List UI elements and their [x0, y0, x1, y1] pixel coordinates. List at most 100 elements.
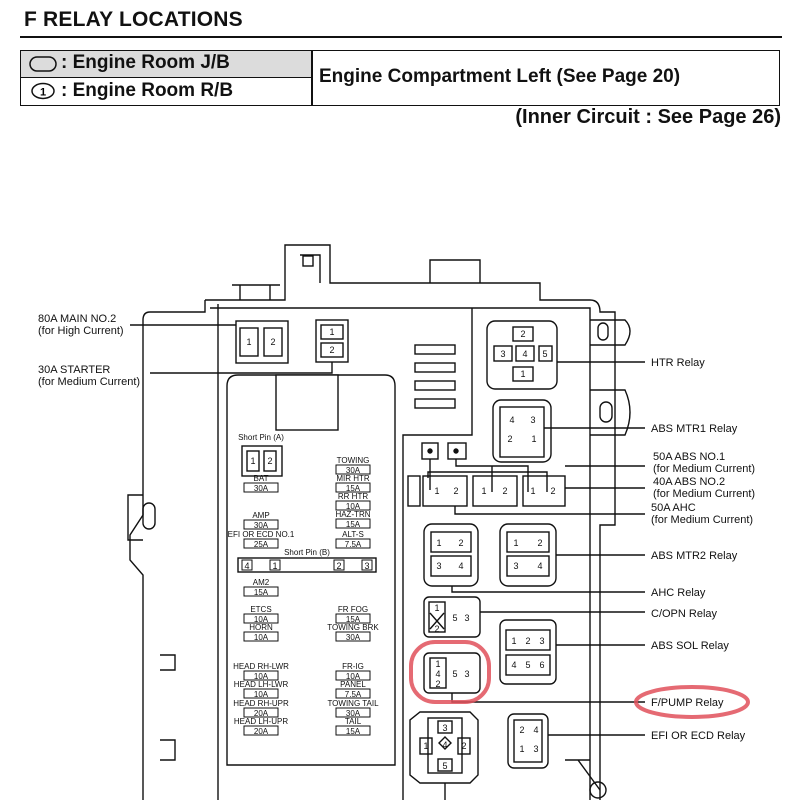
fuse-box-left-1 [243, 482, 279, 493]
housing-top-lip [429, 259, 481, 283]
bottom-relay-pin5-box [437, 758, 453, 772]
bottom-relay-housing [409, 711, 479, 784]
fuse-rating-right-0: 30A [346, 466, 361, 475]
legend-row-rb: 1 : Engine Room R/B [21, 78, 311, 105]
fuse-name-right-10: TAIL [345, 717, 362, 726]
main-no2-pin1-box [239, 327, 259, 357]
fuse-box-right-10 [335, 725, 371, 736]
ahc-fuse [422, 475, 468, 507]
fuse-box-right-5 [335, 613, 371, 624]
fuse-box-right-1 [335, 482, 371, 493]
leader-ahc-fuse [454, 506, 645, 515]
svg-text:1: 1 [329, 327, 334, 337]
main-no2-pin2-box [263, 327, 283, 357]
fuse-box-right-7 [335, 670, 371, 681]
label-ahc: AHC Relay [651, 587, 706, 599]
svg-text:2: 2 [519, 725, 524, 735]
bottom-relay-pin1-box [419, 737, 433, 755]
main-no2-fuse [235, 320, 289, 364]
label-efi: EFI OR ECD Relay [651, 730, 746, 742]
short-pin-b-box-1 [241, 559, 253, 571]
abs-no1-fuse-dot [427, 448, 433, 454]
fuse-panel-notch [275, 374, 339, 431]
svg-text:1: 1 [511, 636, 516, 646]
oval-symbol-icon [29, 56, 57, 72]
fuse-box-right-2 [335, 500, 371, 511]
short-pin-b [237, 557, 377, 573]
ahc-lower-pins [430, 555, 472, 577]
svg-text:2: 2 [458, 538, 463, 548]
fuse-box-right-4 [335, 538, 371, 549]
housing-left-edge [129, 300, 206, 800]
fuse-rating-left-9: 20A [254, 709, 269, 718]
fuse-box-left-4 [243, 586, 279, 597]
fuse-name-right-5: FR FOG [338, 605, 368, 614]
svg-text:2: 2 [453, 486, 458, 496]
svg-text:3: 3 [530, 415, 535, 425]
fpump-highlight-label [634, 685, 750, 719]
fuse-box-right-9 [335, 707, 371, 718]
title-rule [20, 36, 782, 38]
short-pin-b-pin-1: 4 [244, 561, 249, 571]
ear-right-mid [590, 389, 631, 436]
svg-text:4: 4 [511, 660, 516, 670]
left-notch-a [160, 654, 176, 671]
fuse-name-right-3: HAZ-TRN [335, 510, 370, 519]
fuse-rating-left-7: 10A [254, 672, 269, 681]
housing-tab-a [232, 284, 280, 300]
fuse-name-right-9: TOWING TAIL [327, 699, 379, 708]
fuse-name-left-1: BAT [254, 474, 269, 483]
fuse-panel [226, 374, 396, 766]
abs-mtr1-relay [492, 399, 552, 463]
fuse-box-left-9 [243, 707, 279, 718]
ear-right-top [590, 319, 631, 346]
inner-circuit-note: (Inner Circuit : See Page 26) [515, 106, 781, 128]
housing-outline [205, 244, 616, 800]
svg-text:5: 5 [442, 761, 447, 771]
short-pin-b-pin-2: 1 [272, 561, 277, 571]
svg-text:1: 1 [436, 538, 441, 548]
fuse-rating-right-4: 7.5A [345, 540, 362, 549]
abs-mtr2-relay [499, 523, 557, 587]
bottom-relay-body [427, 717, 463, 774]
svg-text:1: 1 [520, 369, 525, 379]
fuse-name-right-2: RR HTR [338, 492, 368, 501]
connector-slot-2 [414, 362, 456, 373]
svg-text:2: 2 [550, 486, 555, 496]
fuse-box-right-6 [335, 631, 371, 642]
fuse-rating-right-9: 30A [346, 709, 361, 718]
fuse-name-left-6: HORN [249, 623, 273, 632]
svg-text:4: 4 [435, 669, 440, 679]
htr-pin1-box [512, 366, 534, 382]
short-pin-b-label: Short Pin (B) [284, 548, 330, 557]
label-abs-no2: 40A ABS NO.2 [653, 476, 725, 488]
connector-slot-3 [414, 380, 456, 391]
fuse-name-right-8: PANEL [340, 680, 366, 689]
fuse-box-left-6 [243, 631, 279, 642]
link-fuse-c [427, 471, 548, 492]
svg-text:1: 1 [481, 486, 486, 496]
ear-right-top-hole [597, 322, 609, 341]
fuse-name-right-6: TOWING BRK [327, 623, 379, 632]
fuse-rating-left-6: 10A [254, 633, 269, 642]
svg-text:5: 5 [525, 660, 530, 670]
fpump-highlight-relay [409, 640, 491, 704]
svg-text:5: 5 [452, 669, 457, 679]
fuse-name-left-4: AM2 [253, 578, 270, 587]
svg-text:3: 3 [464, 669, 469, 679]
svg-text:2: 2 [267, 456, 272, 466]
label-main-no2: 80A MAIN NO.2 [38, 313, 116, 325]
svg-text:1: 1 [434, 603, 439, 613]
fuse-rating-right-3: 15A [346, 520, 361, 529]
leader-ahc [451, 586, 645, 593]
fuse-box-left-5 [243, 613, 279, 624]
fuse-rating-right-5: 15A [346, 615, 361, 624]
label-copn: C/OPN Relay [651, 608, 718, 620]
short-pin-b-box-4 [361, 559, 373, 571]
short-pin-b-box-3 [333, 559, 345, 571]
svg-text:1: 1 [531, 434, 536, 444]
fuse-box-right-0 [335, 464, 371, 475]
legend-rb-symbol: 1 [40, 87, 46, 99]
